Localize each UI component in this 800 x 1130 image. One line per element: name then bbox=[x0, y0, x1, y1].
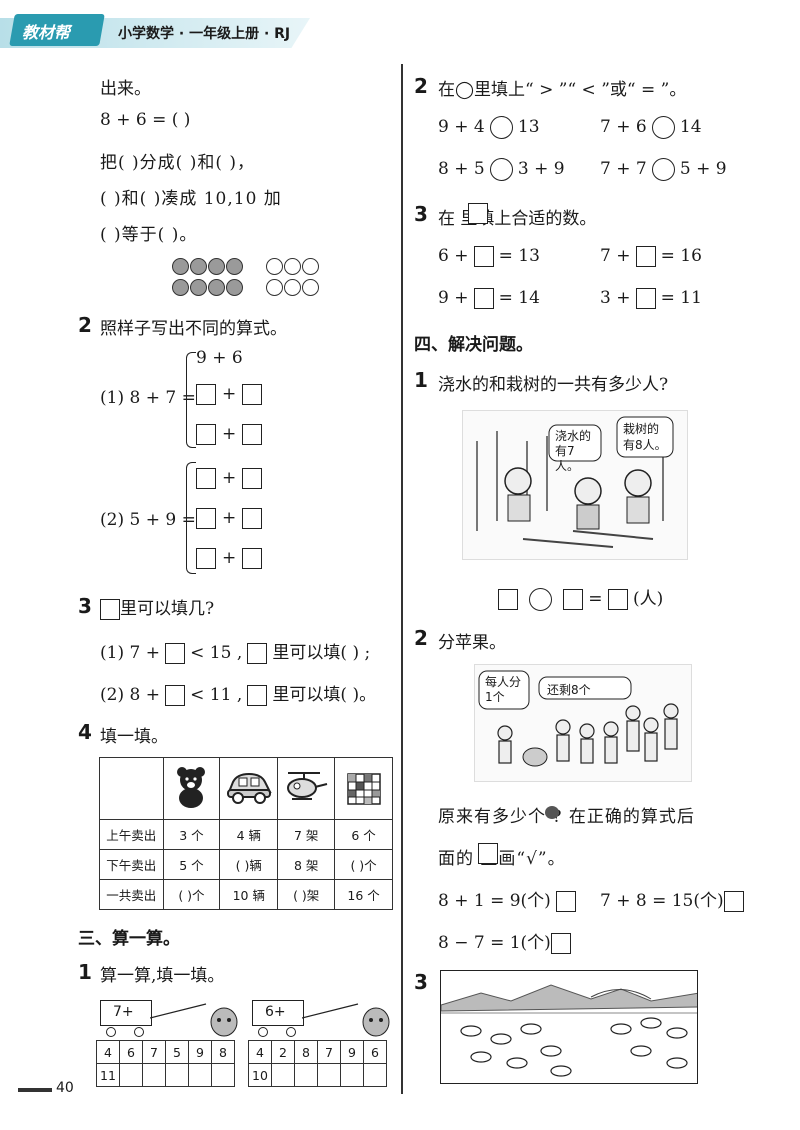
compare-circle[interactable] bbox=[489, 116, 513, 139]
answer-box[interactable] bbox=[196, 468, 216, 489]
r-q3-number: 3 bbox=[414, 202, 428, 226]
q2-example: 9 + 6 bbox=[196, 348, 243, 368]
q2-part2-label: (2) 5 + 9 = bbox=[100, 510, 196, 530]
answer-box[interactable] bbox=[635, 246, 656, 267]
q2-part1-label: (1) 8 + 7 = bbox=[100, 388, 196, 408]
answer-box[interactable] bbox=[635, 288, 656, 309]
header-badge-label: 教材帮 bbox=[22, 23, 71, 42]
page-number: 40 bbox=[56, 1080, 74, 1096]
bubble-each-one: 每人分1个 bbox=[485, 675, 522, 704]
compare-circle[interactable] bbox=[651, 116, 675, 139]
r-q3-text: 在 里填上合适的数。 bbox=[438, 209, 597, 229]
blank-box-icon bbox=[478, 843, 498, 864]
check-box[interactable] bbox=[723, 891, 744, 912]
answer-box[interactable] bbox=[242, 548, 263, 569]
answer-box[interactable] bbox=[473, 246, 494, 267]
section4-title: 四、解决问题。 bbox=[414, 335, 533, 355]
goats-picture bbox=[440, 970, 698, 1084]
p1-text: 浇水的和栽树的一共有多少人? bbox=[438, 375, 669, 395]
r-q2-text: 在◯里填上“ > ”“ < ”或“ = ”。 bbox=[438, 80, 687, 100]
check-box[interactable] bbox=[550, 933, 571, 954]
section3-title: 三、算一算。 bbox=[78, 929, 180, 949]
car-icon bbox=[219, 757, 279, 820]
answer-box[interactable] bbox=[473, 288, 494, 309]
cont-line1: 出来。 bbox=[100, 79, 151, 99]
blank-box-icon bbox=[247, 685, 268, 706]
tree-planting-picture: 浇水的有7人。 栽树的有8人。 bbox=[462, 410, 688, 560]
bubble-planting: 栽树的有8人。 bbox=[623, 422, 667, 452]
answer-box[interactable] bbox=[196, 424, 216, 445]
s3-q1-text: 算一算,填一填。 bbox=[100, 966, 225, 986]
eq-option-2: 7 + 8 = 15(个) bbox=[600, 891, 724, 911]
cont-line2: 8 + 6 = ( ) bbox=[100, 110, 191, 130]
s3-q1-number: 1 bbox=[78, 960, 92, 984]
p2-text: 分苹果。 bbox=[438, 633, 506, 653]
check-box[interactable] bbox=[555, 891, 576, 912]
answer-box[interactable] bbox=[242, 508, 263, 529]
q4-number: 4 bbox=[78, 720, 92, 744]
answer-box[interactable] bbox=[165, 643, 186, 664]
cont-line4: ( )和( )凑成 10,10 加 bbox=[100, 189, 282, 209]
q4-text: 填一填。 bbox=[100, 727, 168, 747]
header-bar: 教材帮 小学数学 · 一年级上册 · RJ bbox=[0, 14, 312, 52]
answer-box[interactable] bbox=[242, 468, 263, 489]
q2-text: 照样子写出不同的算式。 bbox=[100, 319, 287, 339]
bear-icon bbox=[162, 757, 221, 820]
answer-box[interactable] bbox=[196, 548, 216, 569]
compare-circle[interactable] bbox=[529, 588, 553, 611]
bubble-eight-left: 还剩8个 bbox=[547, 683, 591, 697]
p2-question-line2: 面的 里画“√”。 bbox=[438, 849, 566, 869]
blank-box-icon bbox=[468, 203, 488, 224]
compare-circle[interactable] bbox=[651, 158, 675, 181]
p2-question-line1: 原来有多少个 ? 在正确的算式后 bbox=[438, 807, 695, 827]
brace-2 bbox=[186, 462, 196, 574]
answer-box[interactable] bbox=[607, 589, 628, 610]
answer-box[interactable] bbox=[563, 589, 584, 610]
p1-number: 1 bbox=[414, 368, 428, 392]
q3-text: 里可以填几? bbox=[120, 599, 215, 619]
apple-icon bbox=[545, 806, 559, 819]
cont-line3: 把( )分成( )和( )， bbox=[100, 153, 256, 173]
cont-line5: ( )等于( )。 bbox=[100, 225, 198, 245]
column-divider bbox=[401, 64, 403, 1094]
brace-1 bbox=[186, 352, 196, 448]
blank-box-icon bbox=[100, 599, 120, 620]
helicopter-icon bbox=[277, 757, 336, 820]
eq-option-1: 8 + 1 = 9(个) bbox=[438, 891, 551, 911]
r-q2-number: 2 bbox=[414, 74, 428, 98]
apple-sharing-picture: 每人分1个 还剩8个 bbox=[474, 664, 692, 782]
compare-circle[interactable] bbox=[489, 158, 513, 181]
answer-box[interactable] bbox=[196, 384, 216, 405]
answer-box[interactable] bbox=[242, 424, 263, 445]
page-number-mark bbox=[18, 1088, 52, 1092]
answer-box[interactable] bbox=[196, 508, 216, 529]
p3-number: 3 bbox=[414, 970, 428, 994]
blocks-icon bbox=[334, 757, 393, 820]
answer-box[interactable] bbox=[498, 589, 518, 610]
answer-box[interactable] bbox=[165, 685, 186, 706]
q2-number: 2 bbox=[78, 313, 92, 337]
bubble-watering: 浇水的有7人。 bbox=[555, 429, 592, 473]
eq-option-3: 8 − 7 = 1(个) bbox=[438, 933, 551, 953]
q3-number: 3 bbox=[78, 594, 92, 618]
blank-box-icon bbox=[247, 643, 268, 664]
p1-equation: = (人) bbox=[498, 584, 663, 611]
answer-box[interactable] bbox=[242, 384, 263, 405]
header-title: 小学数学 · 一年级上册 · RJ bbox=[118, 26, 291, 42]
p2-number: 2 bbox=[414, 626, 428, 650]
